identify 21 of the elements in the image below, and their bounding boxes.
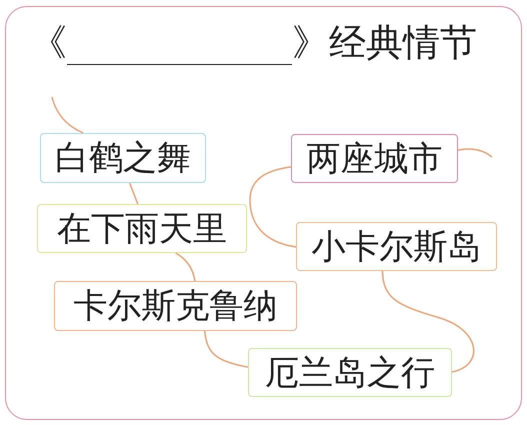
connector-line: [458, 148, 492, 158]
event-box: [37, 204, 247, 253]
event-label: 厄兰岛之行: [265, 356, 435, 390]
event-label: 在下雨天里: [57, 212, 227, 246]
connector-line: [51, 96, 84, 134]
connector-line: [382, 270, 474, 373]
event-box: [54, 281, 297, 331]
connector-line: [249, 166, 296, 248]
event-label: 卡尔斯克鲁纳: [74, 289, 278, 323]
event-box: [248, 348, 452, 397]
event-label: 白鹤之舞: [55, 141, 191, 175]
title-text: 》经典情节: [292, 24, 477, 61]
event-label: 两座城市: [306, 142, 442, 176]
event-label: 小卡尔斯岛: [312, 230, 482, 264]
connector-line: [128, 182, 138, 204]
connector-line: [204, 330, 248, 368]
connector-line: [175, 252, 196, 282]
title-bracket: 《: [30, 24, 67, 61]
event-box: [291, 134, 458, 183]
event-box: [40, 133, 206, 183]
event-box: [296, 222, 497, 271]
